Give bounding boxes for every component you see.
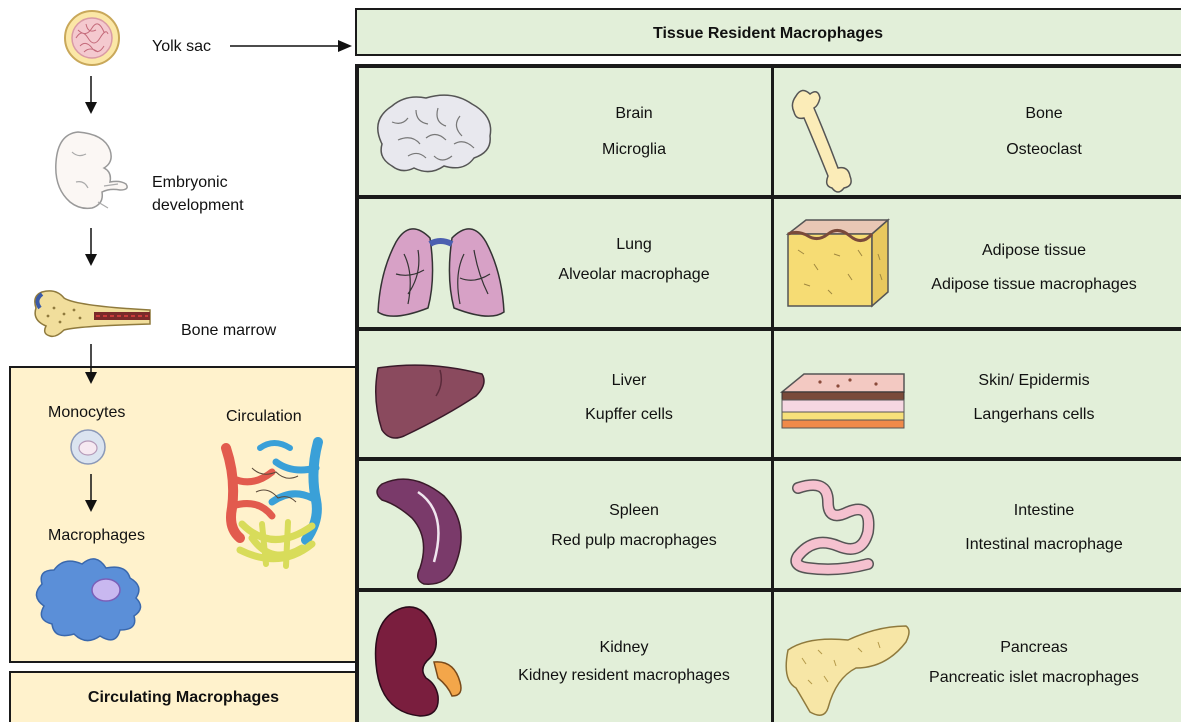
tissue-cell-type: Kidney resident macrophages [489,660,759,692]
tissue-cell-type: Intestinal macrophage [924,529,1164,561]
tissue-organ: Spleen [519,495,749,527]
tissue-cell-type: Langerhans cells [924,399,1144,431]
circulating-title: Circulating Macrophages [9,688,358,708]
down-arrow-4 [84,474,98,514]
spleen-icon [372,474,470,586]
monocyte-icon [68,427,108,467]
pancreas-icon [778,620,912,716]
tissue-organ: Brain [539,98,729,130]
brain-icon [368,94,496,176]
macrophage-icon [24,550,164,646]
circulation-label: Circulation [226,407,302,427]
embryo-icon [48,122,138,222]
tissue-cell-type: Osteoclast [944,134,1144,166]
skin-icon [780,370,908,432]
tissue-organ: Lung [529,229,739,261]
yolk-to-tissue-arrow [230,36,354,56]
tissue-organ: Adipose tissue [904,235,1164,267]
tissue-title: Tissue Resident Macrophages [355,24,1181,44]
tissue-organ: Bone [944,98,1144,130]
yolk-sac-label: Yolk sac [152,37,211,57]
tissue-organ: Liver [529,365,729,397]
liver-icon [370,360,486,442]
macrophages-label: Macrophages [48,526,145,546]
tissue-cell-type: Kupffer cells [529,399,729,431]
tissue-cell-type: Red pulp macrophages [519,525,749,557]
embryonic-label-2: development [152,196,244,216]
intestine-icon [784,470,884,578]
down-arrow-3 [84,344,98,388]
tissue-cell-type: Pancreatic islet macrophages [904,662,1164,694]
tissue-organ: Skin/ Epidermis [924,365,1144,397]
down-arrow-1 [84,76,98,116]
bone-icon [788,86,868,192]
tissue-cell-type: Adipose tissue macrophages [904,269,1164,301]
tissue-organ: Intestine [924,495,1164,527]
adipose-icon [784,214,894,310]
monocytes-label: Monocytes [48,403,125,423]
tissue-cell-type: Microglia [539,134,729,166]
kidney-icon [372,604,480,720]
tissue-organ: Pancreas [904,632,1164,664]
bone-marrow-label: Bone marrow [181,321,276,341]
vessel-network-icon [212,428,338,580]
embryonic-label-1: Embryonic [152,173,228,193]
yolk-sac-icon [62,8,122,68]
down-arrow-2 [84,228,98,268]
tissue-cell-type: Alveolar macrophage [529,259,739,291]
lung-icon [374,214,508,320]
bone-marrow-icon [34,288,152,340]
